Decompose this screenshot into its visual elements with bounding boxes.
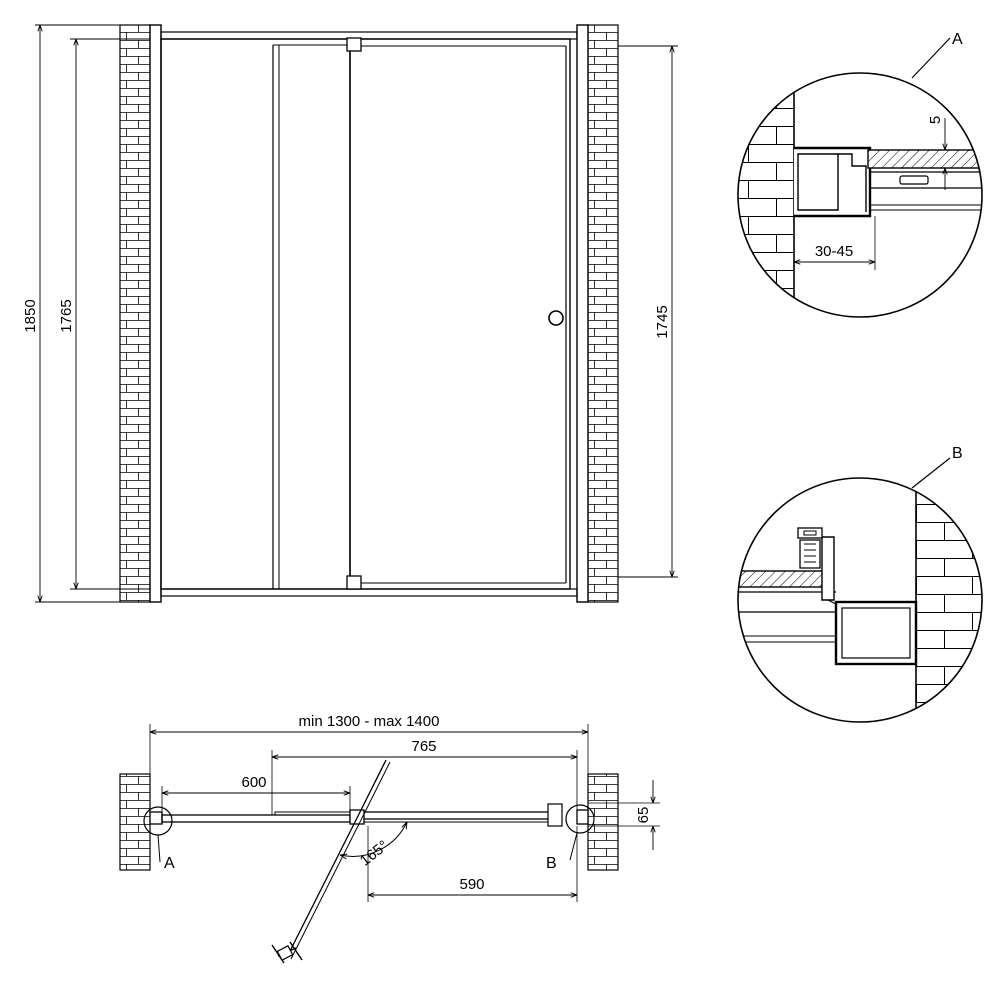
right-wall-profile bbox=[576, 24, 589, 603]
plan-width-label: min 1300 - max 1400 bbox=[299, 713, 440, 730]
plan-fixed-panel-label: 600 bbox=[241, 774, 266, 791]
bottom-rail bbox=[160, 588, 578, 597]
dim-inner-height bbox=[70, 38, 150, 590]
detail-a bbox=[737, 37, 983, 318]
left-wall-profile bbox=[149, 24, 162, 603]
right-wall bbox=[587, 24, 619, 603]
plan-clear-opening-label: 590 bbox=[459, 876, 484, 893]
detail-a-gap-label: 5 bbox=[927, 116, 944, 124]
dim-total-height-label: 1850 bbox=[22, 299, 39, 332]
top-rail bbox=[160, 31, 578, 40]
top-hinge bbox=[346, 37, 362, 52]
plan-right-wall bbox=[587, 773, 619, 871]
detail-b-label: B bbox=[952, 445, 963, 462]
plan-view bbox=[119, 724, 660, 964]
plan-marker-a: A bbox=[164, 855, 175, 872]
detail-a-adjust-label: 30-45 bbox=[815, 243, 853, 260]
dim-door-height bbox=[618, 45, 678, 578]
plan-left-wall bbox=[119, 773, 151, 871]
plan-marker-b: B bbox=[546, 855, 557, 872]
detail-b bbox=[737, 457, 983, 723]
door-knob bbox=[548, 310, 564, 326]
plan-fixed-panel bbox=[161, 814, 351, 823]
front-view bbox=[35, 24, 678, 603]
dim-door-height-label: 1745 bbox=[654, 305, 671, 338]
plan-depth-label: 65 bbox=[635, 807, 652, 824]
dim-total-height bbox=[35, 24, 120, 603]
plan-angle-label: 165° bbox=[357, 837, 392, 870]
detail-a-label: A bbox=[952, 31, 963, 48]
plan-door-span-label: 765 bbox=[411, 738, 436, 755]
dim-inner-height-label: 1765 bbox=[58, 299, 75, 332]
plan-door-panel bbox=[359, 811, 561, 820]
left-wall bbox=[119, 24, 151, 603]
bottom-hinge bbox=[346, 575, 362, 590]
door-glass-panel bbox=[349, 38, 571, 590]
fixed-glass-panel bbox=[160, 38, 351, 590]
